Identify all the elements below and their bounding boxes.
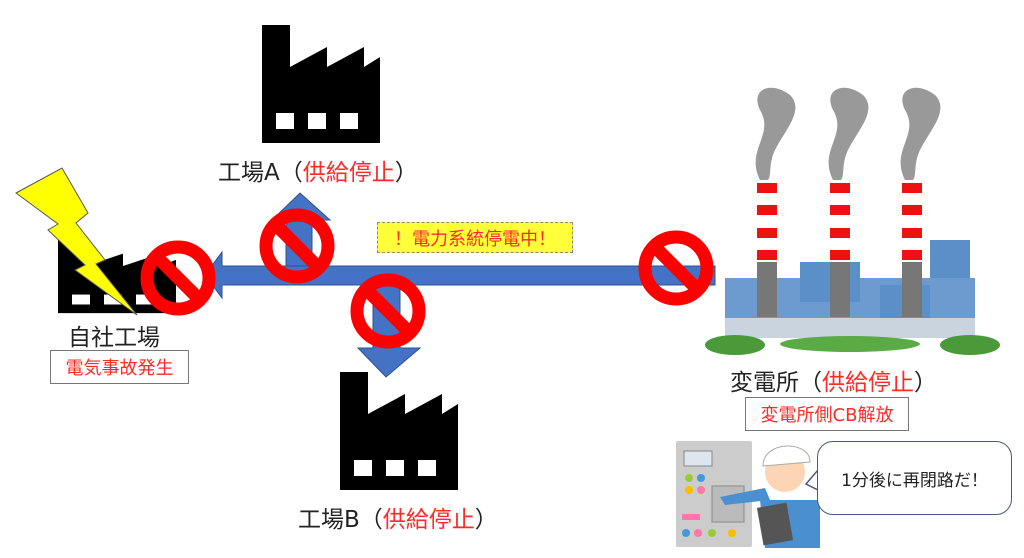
speech-bubble: 1分後に再閉路だ！ — [817, 441, 1012, 515]
factory-a-label: 工場A（供給停止） — [218, 153, 418, 187]
paren-close: ） — [474, 507, 498, 533]
paren-open: （ — [279, 160, 303, 186]
control-panel-icon — [676, 441, 752, 547]
substation-status: 供給停止 — [822, 370, 914, 396]
paren-close: ） — [914, 370, 937, 396]
factory-a-name: 工場A — [218, 160, 280, 186]
cb-open-label: 変電所側CB解放 — [745, 397, 909, 431]
outage-warning: ！電力系統停電中！ — [377, 222, 573, 253]
factory-b-icon — [340, 372, 458, 490]
accident-label: 電気事故発生 — [50, 350, 189, 384]
paren-open: （ — [799, 370, 822, 396]
factory-b-name: 工場B — [298, 507, 360, 533]
substation-label: 変電所（供給停止） — [730, 363, 937, 397]
own-factory-label: 自社工場 — [68, 325, 160, 351]
paren-close: ） — [394, 160, 418, 186]
factory-b-status: 供給停止 — [382, 507, 475, 533]
factory-a-status: 供給停止 — [302, 160, 395, 186]
paren-open: （ — [359, 507, 383, 533]
factory-b-label: 工場B（供給停止） — [298, 500, 498, 534]
substation-name: 変電所 — [730, 370, 799, 396]
lightning-icon — [15, 167, 138, 316]
power-plant-icon — [705, 87, 1000, 355]
factory-a-icon — [262, 25, 380, 143]
worker-icon — [720, 445, 820, 548]
